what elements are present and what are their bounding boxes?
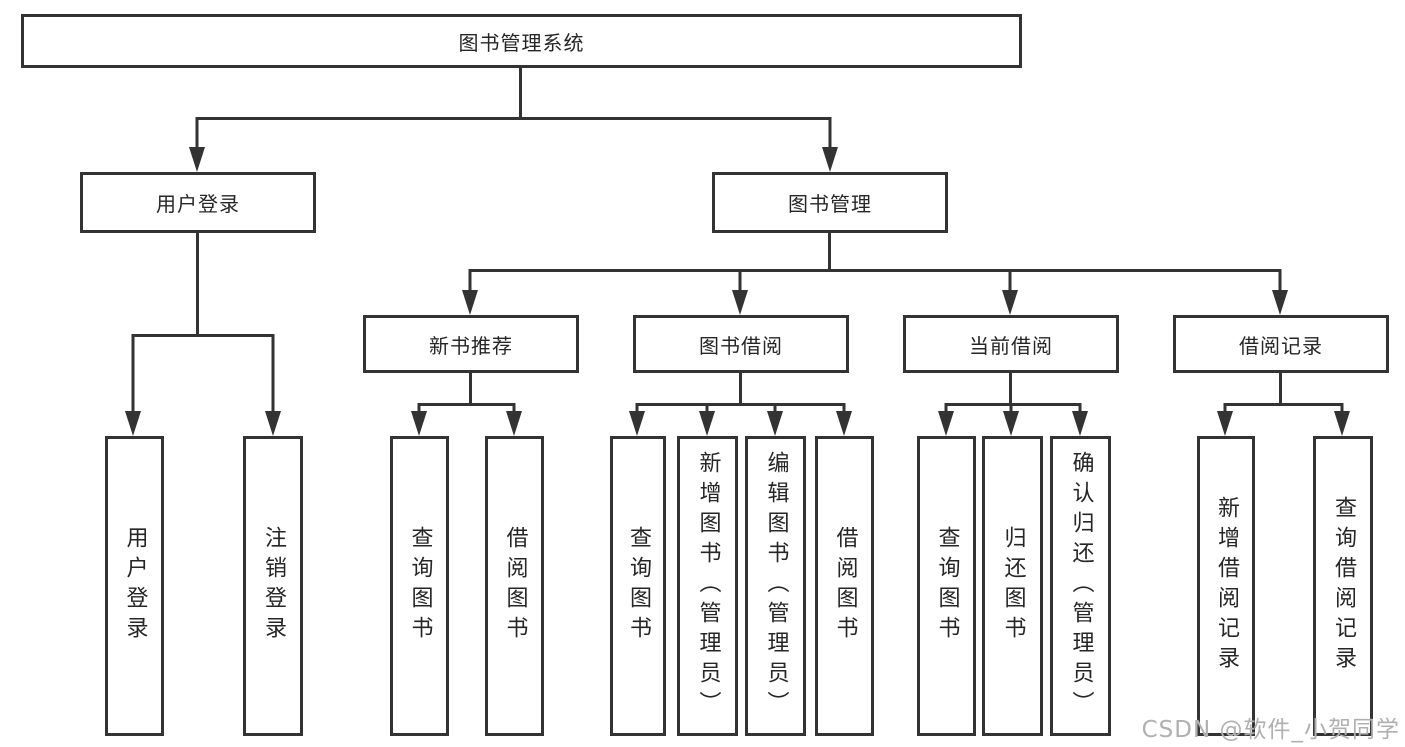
leaf-logout: 注销登录 (243, 436, 303, 736)
csdn-watermark: CSDN @软件_小贺同学 (1141, 717, 1400, 743)
node-user-login-branch: 用户登录 (80, 172, 316, 233)
node-root-book-management-system: 图书管理系统 (21, 14, 1022, 68)
leaf-user-login: 用户登录 (105, 436, 164, 736)
leaf-bb-edit-books-admin: 编辑图书（管理员） (745, 436, 806, 736)
leaf-nbr-borrow-books: 借阅图书 (485, 436, 544, 736)
leaf-bb-query-books: 查询图书 (610, 436, 666, 736)
arrowheads (125, 147, 1350, 436)
node-book-borrow: 图书借阅 (633, 315, 849, 373)
leaf-br-add-record: 新增借阅记录 (1197, 436, 1255, 736)
leaf-br-query-record: 查询借阅记录 (1313, 436, 1373, 736)
leaf-bb-borrow-books: 借阅图书 (815, 436, 874, 736)
leaf-cb-confirm-return-admin: 确认归还（管理员） (1050, 436, 1111, 736)
leaf-cb-query-books: 查询图书 (917, 436, 976, 736)
node-borrow-records: 借阅记录 (1173, 315, 1389, 373)
leaf-cb-return-books: 归还图书 (982, 436, 1043, 736)
leaf-nbr-query-books: 查询图书 (390, 436, 449, 736)
node-new-book-recommend: 新书推荐 (363, 315, 579, 373)
connector-segments (131, 68, 1344, 415)
node-current-borrow: 当前借阅 (903, 315, 1119, 373)
node-book-management-branch: 图书管理 (712, 172, 948, 233)
leaf-bb-add-books-admin: 新增图书（管理员） (677, 436, 738, 736)
